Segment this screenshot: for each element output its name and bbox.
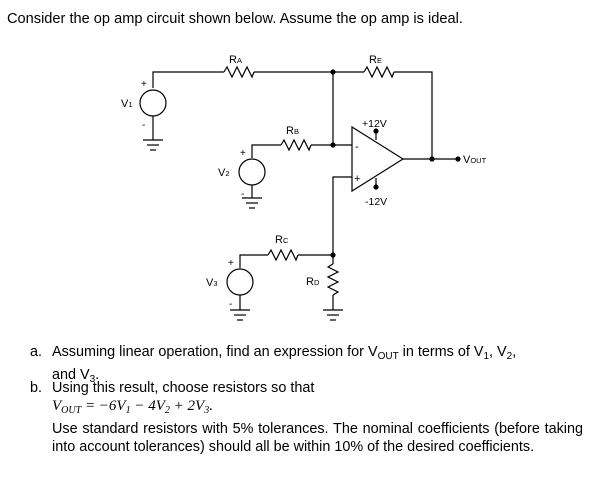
- polarity-v2-plus: +: [240, 148, 246, 159]
- polarity-v1-plus: +: [141, 79, 147, 90]
- wire-v1-to-ra: [152, 71, 224, 88]
- resistor-rc: [267, 248, 299, 262]
- circuit-diagram: RA RE RB RC RD V1 V2 V3 + - + - + - - + …: [121, 54, 487, 321]
- ground-v1: [143, 139, 163, 151]
- junction-top: [330, 69, 336, 75]
- source-v1: [139, 89, 167, 117]
- label-v2: V2: [218, 167, 230, 179]
- resistor-rd: [326, 263, 340, 296]
- junction-inverting: [330, 142, 336, 148]
- ground-v2: [242, 197, 262, 209]
- source-v3: [226, 268, 254, 296]
- question-b-marker: b.: [30, 380, 43, 396]
- label-vout: VOUT: [463, 154, 487, 166]
- wire-noninverting-node: [332, 176, 352, 255]
- terminal-output: [455, 156, 461, 162]
- resistor-ra: [223, 65, 255, 79]
- label-v3: V3: [206, 277, 218, 289]
- wire-v2-to-rb: [251, 144, 281, 158]
- problem-intro: Consider the op amp circuit shown below.…: [7, 11, 463, 27]
- label-rc: RC: [275, 234, 289, 246]
- wire-v3-to-rc: [239, 254, 268, 268]
- ground-rd: [323, 309, 343, 321]
- question-a-marker: a.: [30, 344, 43, 360]
- label-rd: RD: [306, 276, 320, 288]
- terminal-pos-supply: [373, 128, 379, 134]
- opamp-triangle: [351, 125, 405, 193]
- label-rb: RB: [286, 125, 299, 137]
- label-re: RE: [369, 54, 382, 66]
- polarity-v2-minus: -: [241, 189, 244, 200]
- polarity-v1-minus: -: [142, 120, 145, 131]
- opamp-noninverting-sign: +: [354, 173, 360, 185]
- label-v1: V1: [121, 98, 133, 110]
- ground-v3: [230, 309, 250, 321]
- polarity-v3-minus: -: [229, 299, 232, 310]
- question-a-line-1: Assuming linear operation, find an expre…: [52, 344, 517, 362]
- target-equation: VOUT = −6V1 − 4V2 + 2V3.: [52, 398, 213, 416]
- opamp-inverting-sign: -: [355, 141, 359, 153]
- label-neg-supply: -12V: [365, 196, 387, 208]
- question-b-line-1: Using this result, choose resistors so t…: [52, 380, 315, 396]
- wire-inverting-node: [332, 72, 352, 146]
- question-a-line-2: and V3.: [52, 367, 100, 385]
- terminal-neg-supply: [373, 184, 379, 190]
- polarity-v3-plus: +: [228, 258, 234, 269]
- label-pos-supply: +12V: [362, 118, 387, 130]
- question-b-paragraph: Use standard resistors with 5% tolerance…: [52, 421, 583, 455]
- resistor-re: [363, 65, 395, 79]
- label-ra: RA: [229, 54, 242, 66]
- junction-output: [429, 156, 435, 162]
- wire-rc-to-node: [298, 254, 334, 264]
- source-v2: [238, 158, 266, 186]
- wire-re-to-output: [394, 71, 433, 158]
- junction-noninverting: [330, 252, 336, 258]
- resistor-rb: [280, 138, 312, 152]
